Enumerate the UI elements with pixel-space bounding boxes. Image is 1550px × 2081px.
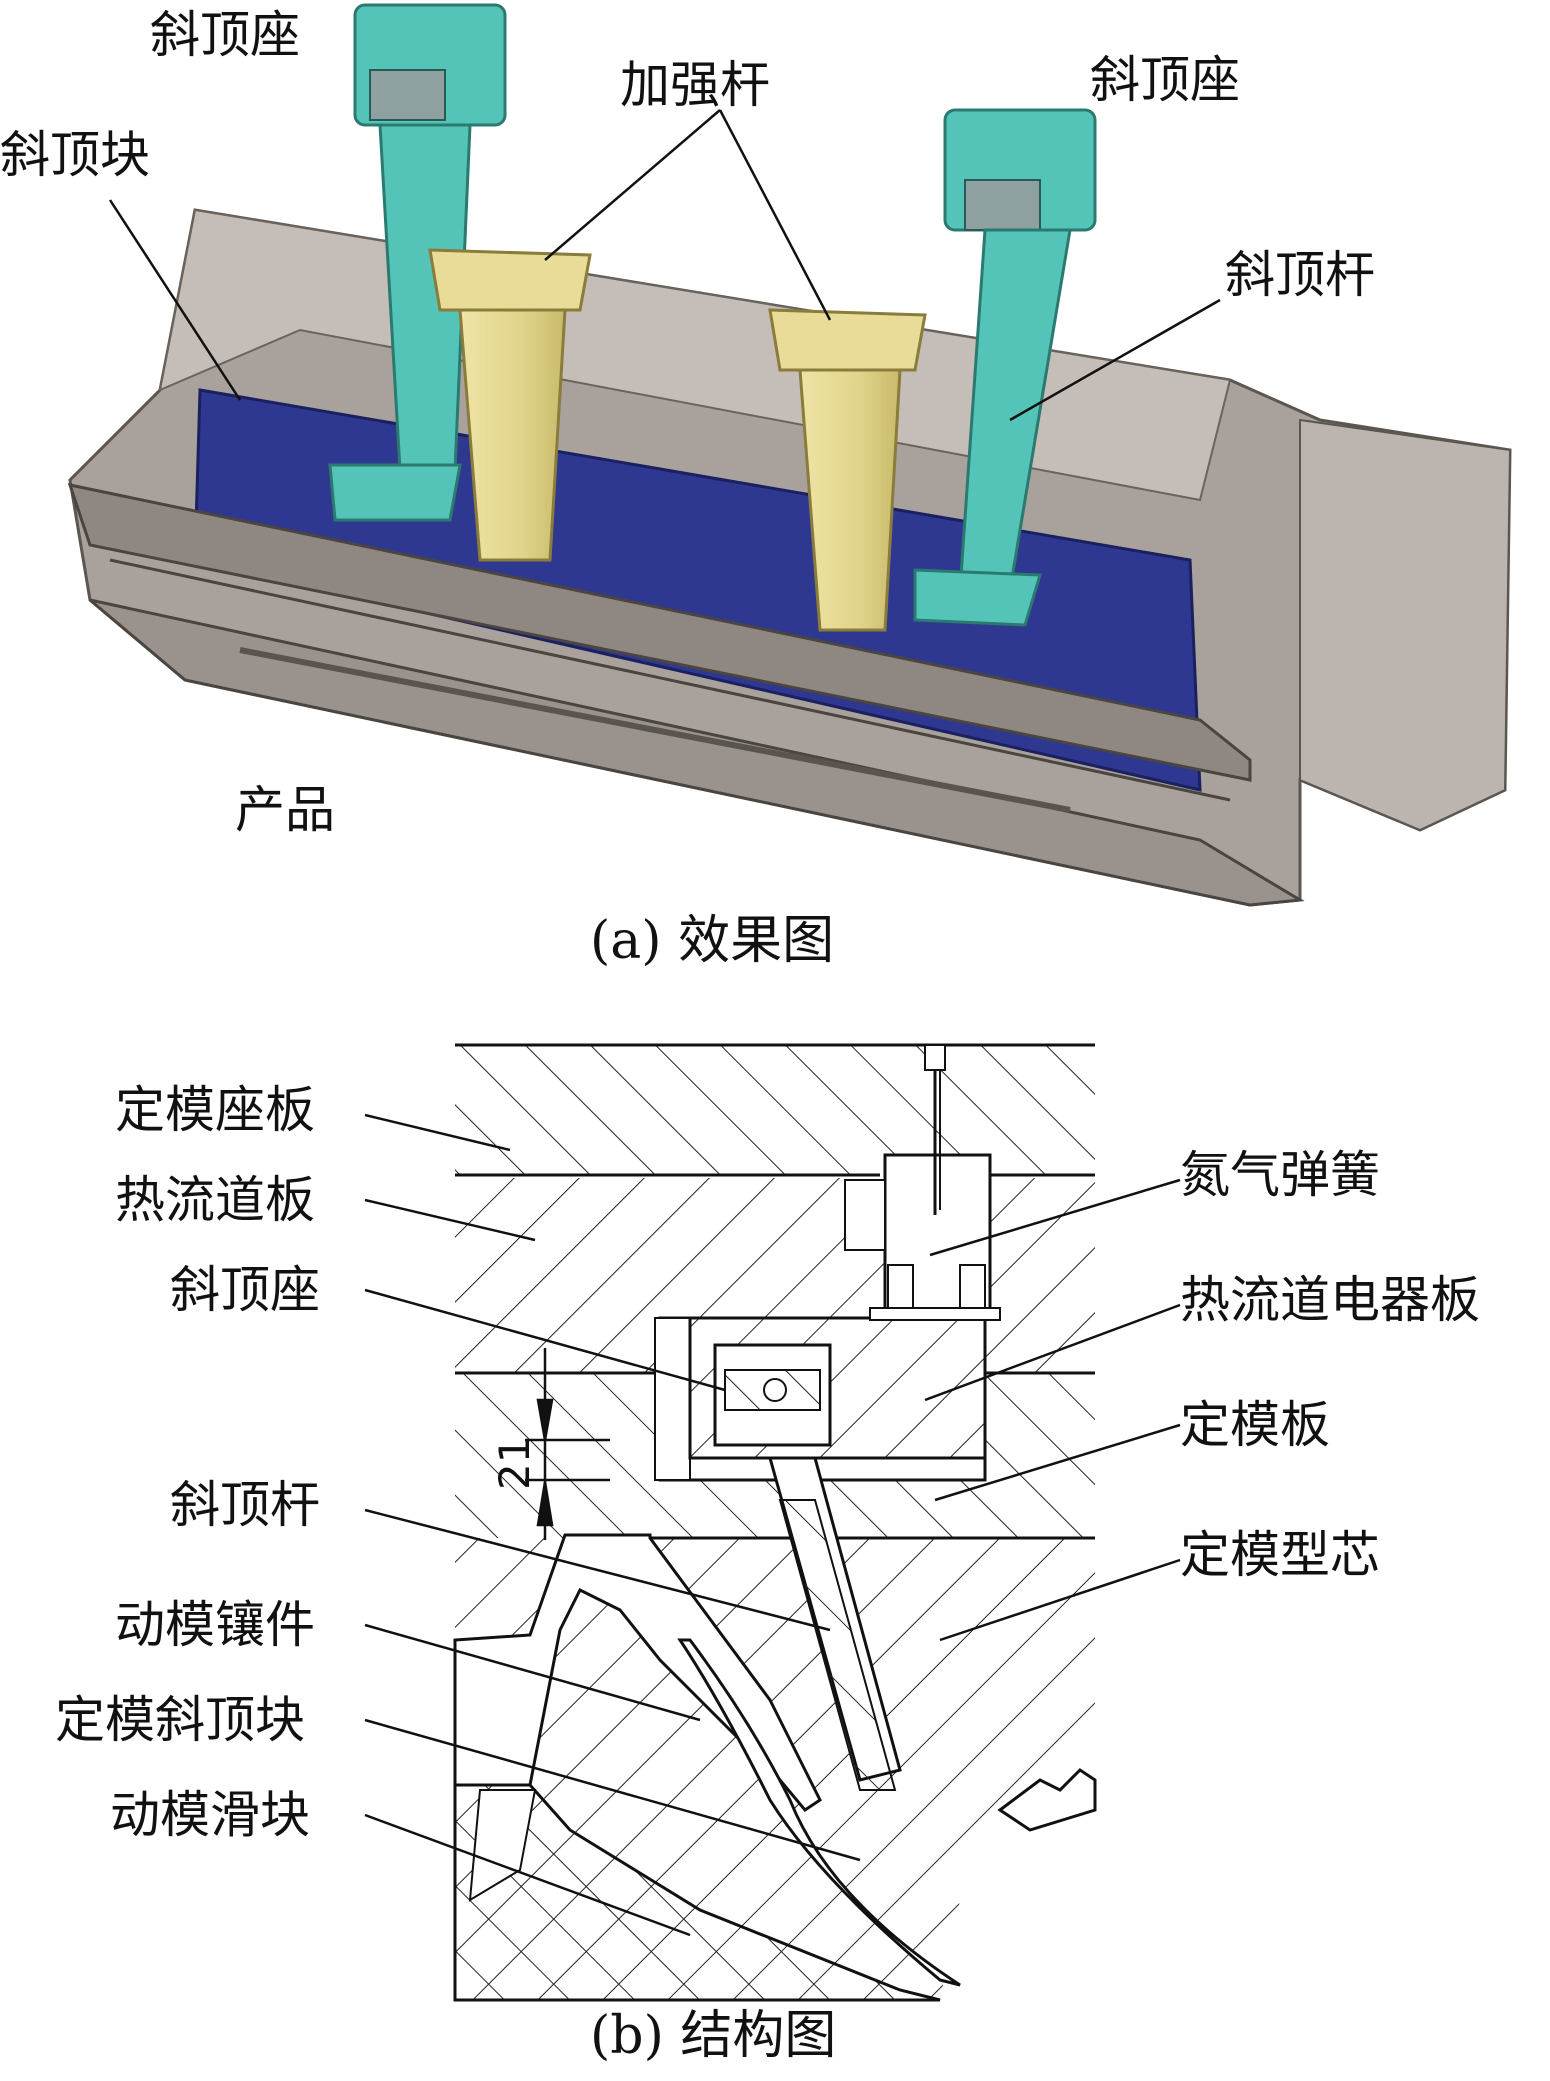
product-front-rail (67, 483, 1252, 782)
label-fixed-clamp-plate: 定模座板 (115, 1081, 315, 1139)
slanted-seat-left-3d (328, 3, 507, 522)
label-hot-runner-plate: 热流道板 (115, 1171, 315, 1229)
reinforce-rod-left-3d (428, 248, 592, 562)
label-slanted-seat-b: 斜顶座 (170, 1261, 320, 1319)
label-fixed-core: 定模型芯 (1180, 1526, 1380, 1584)
structure-section (364, 1043, 1181, 2002)
label-hot-runner-electric-plate: 热流道电器板 (1180, 1271, 1480, 1329)
slanted-rod-section (768, 1456, 902, 1791)
label-nitrogen-spring: 氮气弹簧 (1180, 1146, 1380, 1204)
label-fixed-slanted-block: 定模斜顶块 (55, 1691, 305, 1749)
label-reinforce-rod: 加强杆 (620, 56, 770, 114)
moving-slider-section (453, 1783, 941, 2002)
product-3d-view (67, 3, 1512, 907)
nitrogen-spring-section (844, 1044, 1001, 1321)
moving-insert-section (453, 1533, 1097, 1987)
slanted-seat-right-3d (913, 108, 1097, 627)
dimension-21 (525, 1348, 610, 1540)
reinforce-rod-right-3d (768, 308, 927, 632)
caption-b: (b) 结构图 (590, 2006, 837, 2066)
label-slanted-rod-a: 斜顶杆 (1225, 246, 1375, 304)
label-moving-insert: 动模镶件 (115, 1596, 315, 1654)
fixed-clamp-plate-section (455, 1045, 1095, 1175)
leader-lines-a (108, 109, 1221, 422)
slanted-seat-section (688, 1316, 987, 1460)
label-slanted-seat-right: 斜顶座 (1090, 51, 1240, 109)
caption-a: (a) 效果图 (590, 911, 835, 971)
label-slanted-block: 斜顶块 (0, 126, 150, 184)
label-slanted-rod-b: 斜顶杆 (170, 1476, 320, 1534)
dimension-value: 21 (490, 1436, 539, 1490)
label-product: 产品 (235, 781, 335, 839)
label-fixed-plate: 定模板 (1180, 1396, 1330, 1454)
label-slanted-seat-left: 斜顶座 (150, 6, 300, 64)
leader-lines-b (364, 1113, 1181, 1937)
label-moving-slider: 动模滑块 (110, 1786, 310, 1844)
